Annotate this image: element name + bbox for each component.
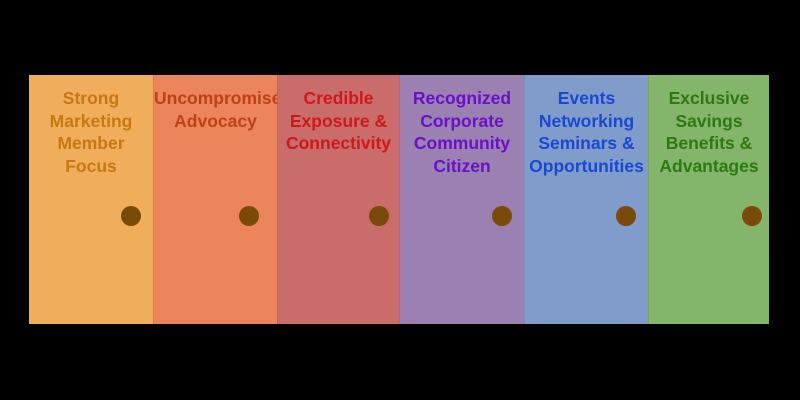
benefit-panels: Strong Marketing Member Focus Uncompromi… (29, 75, 769, 324)
panel-label-savings: Exclusive Savings Benefits & Advantages (659, 88, 759, 176)
marker-dot (369, 206, 389, 226)
panel-citizen: Recognized Corporate Community Citizen (399, 75, 524, 324)
panel-marketing: Strong Marketing Member Focus (29, 75, 153, 324)
panel-exposure: Credible Exposure & Connectivity (277, 75, 399, 324)
marker-dot (239, 206, 259, 226)
panel-label-events: Events Networking Seminars & Opportuniti… (529, 88, 644, 176)
marker-dot (121, 206, 141, 226)
panel-savings: Exclusive Savings Benefits & Advantages (648, 75, 769, 324)
panel-label-advocacy: Uncompromised Advocacy (154, 88, 293, 131)
panel-label-citizen: Recognized Corporate Community Citizen (412, 88, 512, 176)
marker-dot (742, 206, 762, 226)
panel-label-marketing: Strong Marketing Member Focus (49, 88, 133, 176)
panel-label-exposure: Credible Exposure & Connectivity (285, 88, 392, 153)
panel-events: Events Networking Seminars & Opportuniti… (524, 75, 648, 324)
marker-dot (616, 206, 636, 226)
marker-dot (492, 206, 512, 226)
panel-advocacy: Uncompromised Advocacy (153, 75, 293, 324)
